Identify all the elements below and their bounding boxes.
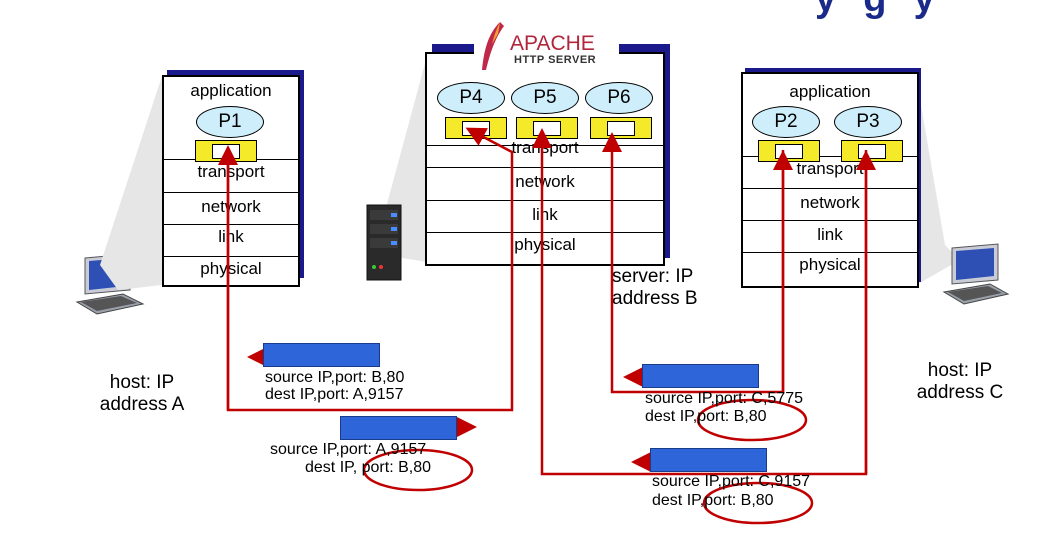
layer-physical: physical	[427, 232, 663, 265]
segment-3-dest: dest IP,port: B,80	[645, 408, 767, 425]
layer-link: link	[164, 224, 298, 257]
layer-application: application	[190, 81, 272, 100]
highlight-ellipse	[362, 448, 474, 492]
process-p5: P5	[511, 82, 579, 114]
layer-application: application	[789, 82, 871, 101]
layer-transport: transport	[743, 156, 917, 191]
process-p1: P1	[196, 106, 264, 138]
apache-subtitle: HTTP SERVER	[514, 54, 597, 66]
segment-4-source: source IP,port: C,9157	[652, 473, 811, 490]
layer-network: network	[427, 167, 663, 204]
computer-icon-host-c	[942, 243, 1010, 305]
segment-3-source: source IP,port: C,5775	[645, 390, 804, 407]
layer-physical: physical	[743, 252, 917, 285]
page-title-fragment: y g y	[815, 0, 937, 21]
layer-network: network	[743, 188, 917, 225]
segment-2-dest: dest IP, port: B,80	[305, 459, 432, 476]
segment-4-dest: dest IP,port: B,80	[652, 492, 774, 509]
process-p4: P4	[437, 82, 505, 114]
segment-box	[340, 416, 457, 440]
layer-link: link	[743, 220, 917, 255]
layer-network: network	[164, 192, 298, 229]
apache-name: APACHE	[510, 32, 595, 55]
highlight-ellipse	[702, 481, 814, 525]
server-icon	[366, 204, 402, 281]
feather-icon	[482, 22, 504, 70]
segment-1-source: source IP,port: B,80	[265, 369, 405, 386]
segment-box	[642, 364, 759, 388]
highlight-ellipse	[696, 398, 808, 442]
process-p2: P2	[752, 106, 820, 138]
process-p6: P6	[585, 82, 653, 114]
layer-physical: physical	[164, 256, 298, 288]
segment-2-source: source IP,port: A,9157	[270, 441, 427, 458]
layer-link: link	[427, 200, 663, 235]
segment-1-dest: dest IP,port: A,9157	[265, 386, 404, 403]
apache-logo: APACHE HTTP SERVER	[474, 20, 619, 72]
segment-box	[263, 343, 380, 367]
process-p3: P3	[834, 106, 902, 138]
segment-box	[650, 448, 767, 472]
